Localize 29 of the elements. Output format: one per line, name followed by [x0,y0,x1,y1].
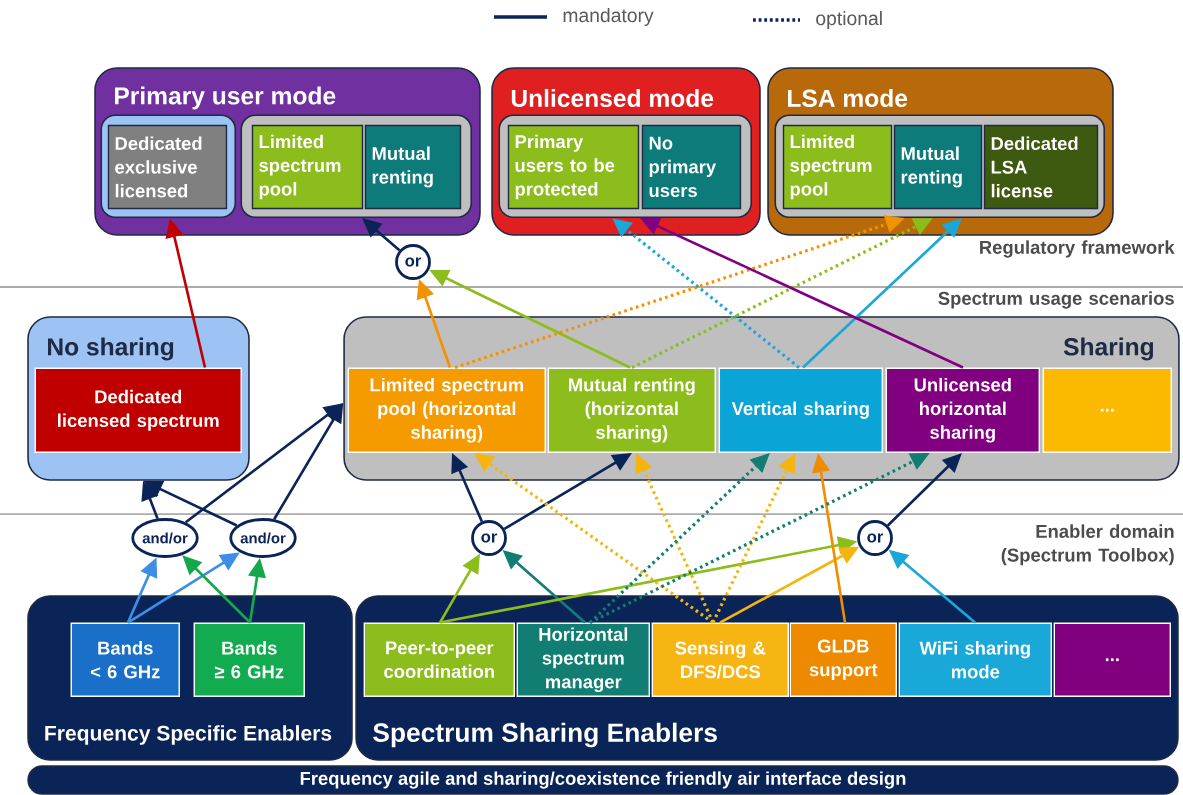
option-box: No primary users [641,124,742,210]
option-box: Dedicated exclusive licensed [107,124,228,210]
enabler-box: WiFi sharing mode [898,622,1052,697]
layer-label: Spectrum usage scenarios [938,291,1174,309]
scenario-box: Unlicensed horizontal sharing [885,367,1040,453]
enabler-box: Horizontal spectrum manager [516,622,650,697]
layer-label: Enabler domain (Spectrum Toolbox) [1001,524,1174,566]
scenario-box: Limited spectrum pool (horizontal sharing) [347,367,546,453]
layer-label: Regulatory framework [980,240,1175,258]
option-box: Primary users to be protected [507,124,640,210]
enabler-box: Bands < 6 GHz [70,622,180,697]
scenario-box: ... [1042,367,1172,453]
enabler-box: Peer-to-peer coordination [363,622,515,697]
enabler-box: GLDB support [789,622,897,697]
enabler-box: Bands ≥ 6 GHz [193,622,305,697]
scenario-box: Mutual renting (horizontal sharing) [547,367,716,453]
option-box: Dedicated LSA license [983,124,1099,210]
legend-label: mandatory [563,8,654,26]
interface-band: Frequency agile and sharing/coexistence friendly air interface design [27,765,1179,795]
scenario-box: Dedicated licensed spectrum [34,367,242,453]
option-box: Mutual renting [893,124,983,210]
arrow [886,453,962,527]
option-box: Limited spectrum pool [782,124,893,210]
enabler-box: Sensing & DFS/DCS [651,622,789,697]
enabler-box: ... [1053,622,1171,697]
legend-label: optional [816,11,882,29]
scenario-box: Vertical sharing [718,367,883,453]
option-box: Limited spectrum pool [251,124,364,210]
option-box: Mutual renting [364,124,462,210]
